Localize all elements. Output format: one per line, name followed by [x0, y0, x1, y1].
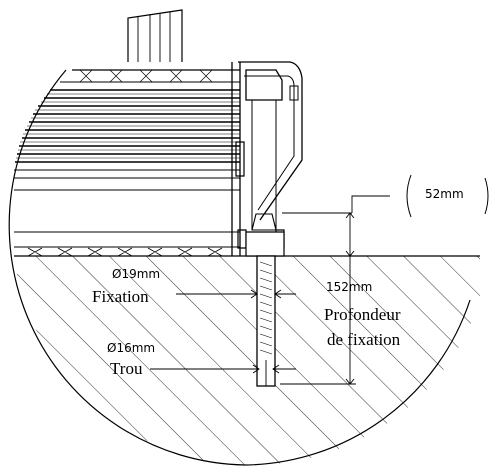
slab-cross-ticks [27, 247, 223, 257]
depth-label-line2: de fixation [327, 330, 401, 349]
container-body [14, 9, 303, 257]
dimension-depth [280, 256, 356, 385]
fixing-diameter-label: Ø19mm [112, 267, 160, 281]
anchor-bolt [256, 255, 276, 387]
fixing-label: Fixation [92, 287, 149, 306]
ground-section [14, 256, 480, 466]
hole-diameter-label: Ø16mm [107, 341, 155, 355]
depth-label-line1: Profondeur [324, 305, 401, 324]
top-dimension-label: 52mm [425, 187, 464, 201]
dimension-52mm [282, 174, 489, 257]
fixing-diameter-leader [176, 289, 296, 299]
hole-label: Trou [110, 359, 143, 378]
depth-dimension-label: 152mm [326, 280, 372, 294]
hole-diameter-leader [150, 364, 296, 374]
